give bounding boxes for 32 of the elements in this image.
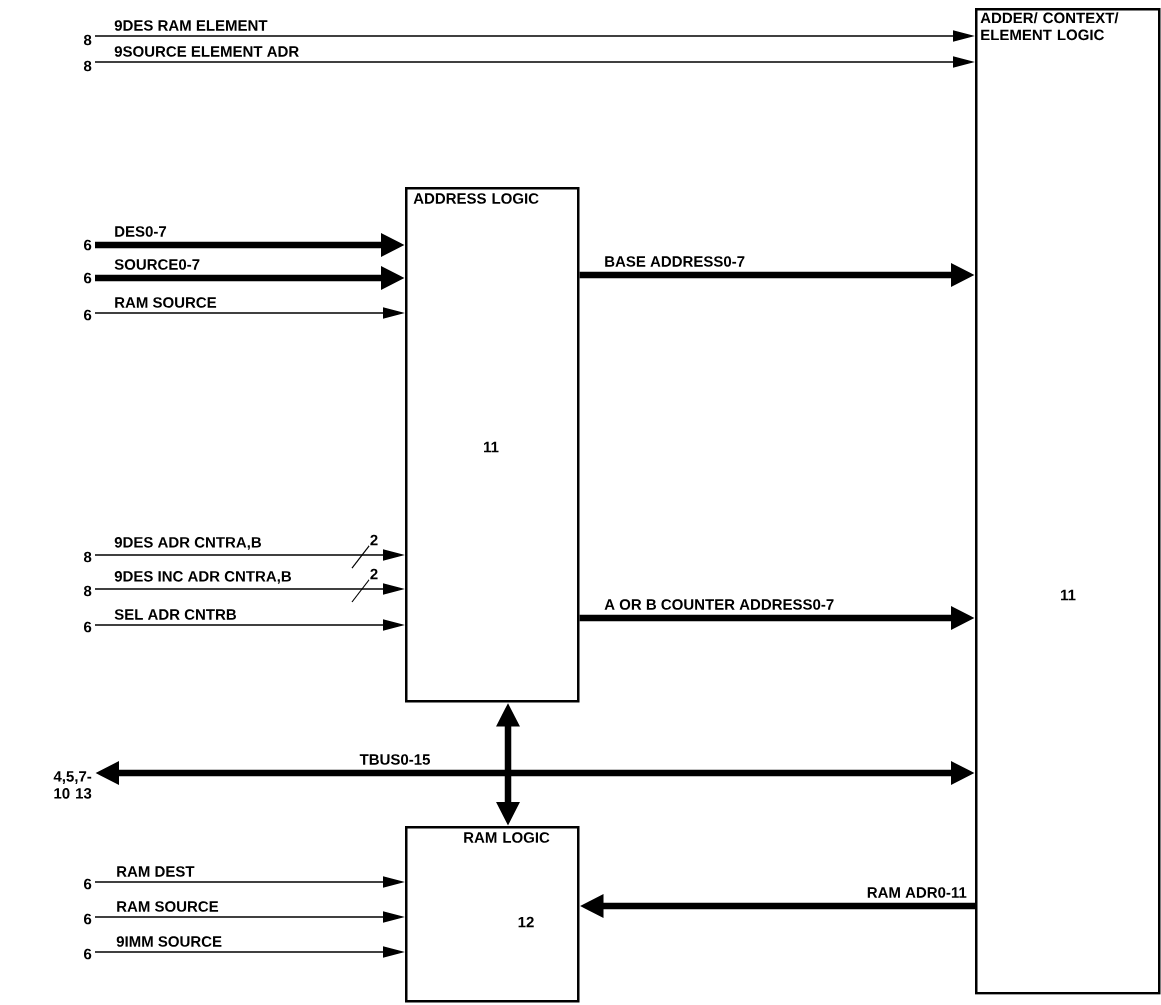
pin-number: 6 (84, 309, 92, 321)
edge-label: BASE ADDRESS0-7 (603, 255, 747, 268)
edge-label: RAM DEST (115, 865, 196, 878)
pin-number: 8 (83, 34, 92, 46)
logic-block: ADDRESS LOGIC 11 (405, 187, 580, 703)
edge-label: 9DES ADR CNTRA,B (113, 536, 263, 551)
pin-number: 6 (84, 239, 92, 251)
edge-label: DES0-7 (113, 225, 168, 238)
edge-label: SEL ADR CNTRB (113, 608, 238, 621)
bus-width-number: 2 (368, 567, 380, 581)
pin-number: 4,5,7-10 13 (53, 771, 92, 799)
pin-number: 6 (84, 272, 92, 284)
pin-number: 8 (83, 551, 92, 563)
pin-number: 6 (84, 878, 92, 890)
edge-label: 9SOURCE ELEMENT ADR (113, 45, 301, 58)
pin-number: 8 (83, 585, 92, 597)
pin-number: 6 (84, 621, 92, 633)
pin-number: 6 (84, 948, 92, 960)
edge-label: 9IMM SOURCE (115, 935, 224, 948)
pin-number: 8 (83, 60, 92, 72)
edge-label: 9DES RAM ELEMENT (113, 19, 269, 32)
edge-label: 9DES INC ADR CNTRA,B (113, 570, 293, 585)
bus-width-number: 2 (368, 533, 380, 547)
edge-label: RAM SOURCE (115, 900, 220, 913)
edge-label: TBUS0-15 (358, 753, 432, 766)
logic-block: RAM LOGIC 12 (405, 826, 580, 1003)
pin-number: 6 (84, 913, 92, 925)
edge-label: RAM ADR0-11 (865, 886, 968, 899)
edge-label: SOURCE0-7 (113, 258, 202, 271)
logic-block: ADDER/ CONTEXT/ ELEMENT LOGIC 11 (975, 8, 1161, 995)
edge-label: A OR B COUNTER ADDRESS0-7 (603, 598, 836, 611)
edge-label: RAM SOURCE (113, 296, 218, 309)
